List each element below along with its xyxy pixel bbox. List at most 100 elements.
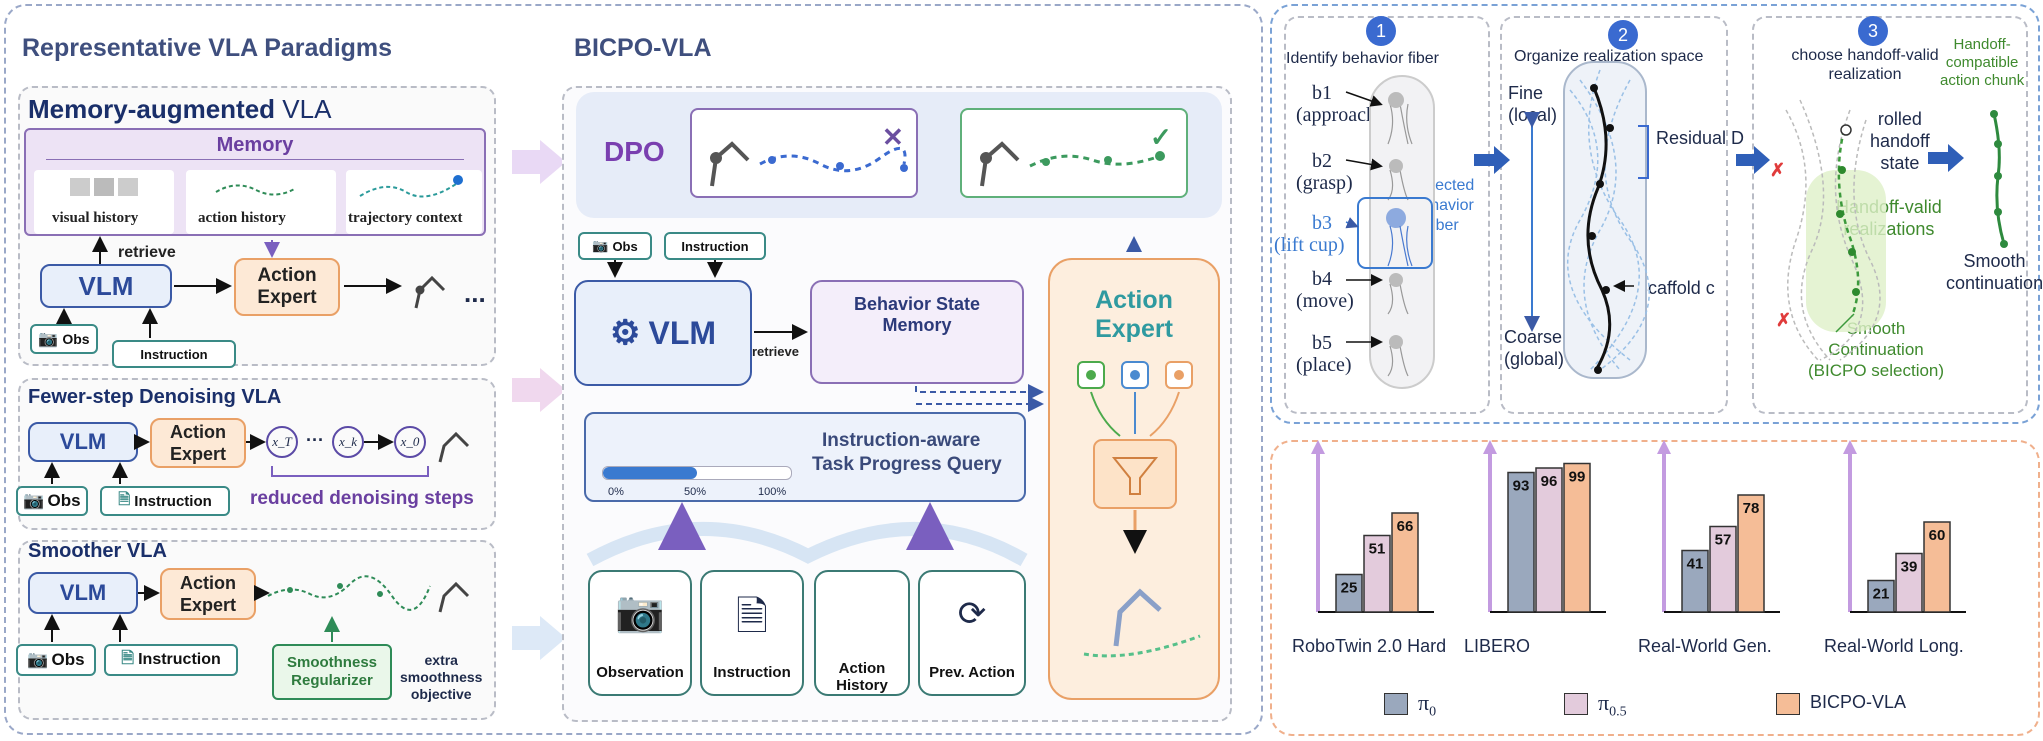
chart-axis-arrowhead (1311, 440, 1325, 454)
camera-icon: 📷 (27, 650, 49, 669)
filter-icon (1111, 457, 1159, 495)
document-icon: 🗎 (735, 595, 769, 639)
legend-swatch (1384, 693, 1408, 715)
fewer-step-action-expert: Action Expert (150, 418, 246, 468)
camera-icon: 📷 (38, 331, 59, 348)
tick-50: 50% (684, 486, 707, 498)
memory-label: Memory (216, 134, 294, 156)
camera-icon: 📷 (23, 491, 45, 510)
progress-bar-track (602, 466, 792, 480)
chart-data-label: 39 (1901, 559, 1918, 576)
chart-data-label: 51 (1369, 541, 1386, 558)
fewer-step-obs: 📷Obs (16, 486, 88, 516)
chart-data-label: 96 (1541, 473, 1558, 490)
chart-bar (1363, 534, 1391, 613)
smoother-instruction: 🗎Instruction (104, 644, 238, 676)
robot-arm-icon (710, 141, 1020, 187)
reject-icon: ✕ (882, 122, 904, 152)
step-node-xk: x_k (332, 426, 364, 458)
smoothness-regularizer: Smoothness Regularizer (272, 644, 392, 700)
progress-query-line2: Task Progress Query (812, 454, 1002, 475)
chart-bar (1563, 462, 1591, 613)
chart-data-label: 78 (1743, 500, 1760, 517)
fewer-step-title: Fewer-step Denoising VLA (28, 386, 282, 408)
chart-axis-arrowhead (1657, 440, 1671, 454)
chart-bar (1535, 467, 1563, 613)
action-history-label: action history (198, 210, 286, 226)
behavior-state-memory: Behavior State Memory (810, 280, 1024, 384)
legend-swatch (1776, 693, 1800, 715)
behavior-b2: b2(grasp) (1296, 150, 1353, 194)
chart-data-label: 60 (1929, 527, 1946, 544)
robot-arm-icon (414, 275, 470, 613)
camera-icon: 📷 (592, 238, 609, 253)
tick-0: 0% (608, 486, 624, 498)
chart-bar (1507, 471, 1535, 613)
invalid-mark-icon: ✗ (1776, 310, 1791, 330)
chart-data-label: 21 (1873, 586, 1890, 603)
brain-icon: ⚙ (609, 314, 641, 352)
behavior-b5: b5(place) (1296, 332, 1352, 376)
chart-title: RoboTwin 2.0 Hard (1292, 636, 1447, 656)
step-node-x0: x_0 (394, 426, 426, 458)
memory-box: Memory visual history action history tra… (24, 128, 486, 236)
step-dots: ··· (306, 430, 324, 450)
legend-label: BICPO-VLA (1810, 692, 1907, 712)
bicpo-vlm: ⚙VLM (574, 280, 752, 386)
smoother-title: Smoother VLA (28, 540, 167, 562)
smoother-action-expert: Action Expert (160, 568, 256, 620)
input-observation: 📷 Observation (588, 570, 692, 696)
tick-100: 100% (758, 486, 787, 498)
smoother-obs: 📷Obs (16, 644, 96, 676)
chart-bar (1709, 525, 1737, 613)
invalid-mark-icon: ✗ (1770, 160, 1785, 180)
chart-bar (1737, 494, 1765, 613)
chart-data-label: 25 (1341, 580, 1358, 597)
input-instruction: 🗎 Instruction (700, 570, 804, 696)
chart-bar (1681, 549, 1709, 613)
step-2-badge: 2 (1608, 20, 1638, 50)
step-1-title: Identify behavior fiber (1286, 50, 1439, 67)
visual-history-label: visual history (52, 210, 139, 226)
chart-bar (1867, 579, 1895, 613)
legend-label: π0 (1418, 690, 1437, 720)
behavior-b4: b4(move) (1296, 268, 1354, 312)
left-title: Representative VLA Paradigms (22, 34, 393, 62)
extra-objective: extra smoothness objective (400, 652, 483, 702)
left-panel (4, 4, 1263, 735)
accept-icon: ✓ (1150, 122, 1172, 152)
legend-label: π0.5 (1598, 690, 1627, 720)
memory-item-action: action history (186, 170, 336, 234)
coarse-label: Coarse(global) (1504, 327, 1565, 369)
robot-arm-icon (1113, 588, 1162, 647)
retrieve-label: retrieve (118, 244, 176, 261)
behavior-b3: b3(lift cup) (1274, 212, 1345, 256)
memory-item-visual: visual history (34, 170, 174, 234)
chart-title: Real-World Gen. (1638, 636, 1772, 656)
task-progress-query: Instruction-aware Task Progress Query 0%… (584, 412, 1026, 502)
memory-vla-action-expert: Action Expert (234, 258, 340, 316)
chart-data-label: 99 (1569, 469, 1586, 486)
memory-vla-instruction: Instruction (112, 340, 236, 368)
document-icon: 🗎 (118, 490, 131, 508)
scaffold-label: Scaffold c (1636, 278, 1715, 298)
document-icon: 🗎 (121, 649, 135, 667)
chart-axis-arrowhead (1843, 440, 1857, 454)
chart-bar (1895, 552, 1923, 613)
handoff-panel (1752, 16, 2028, 414)
denoising-caption: reduced denoising steps (250, 488, 474, 509)
fewer-step-instruction: 🗎Instruction (100, 486, 230, 516)
step-1-badge: 1 (1366, 16, 1396, 46)
chart-bar (1335, 573, 1363, 613)
dpo-accepted-card (960, 108, 1188, 198)
right-bottom-panel (1270, 440, 2040, 736)
bicpo-retrieve: retrieve (752, 344, 799, 359)
right-top-panel (1270, 4, 2040, 424)
input-action-history: Action History (814, 570, 910, 696)
step-node-xT: x_T (266, 426, 298, 458)
